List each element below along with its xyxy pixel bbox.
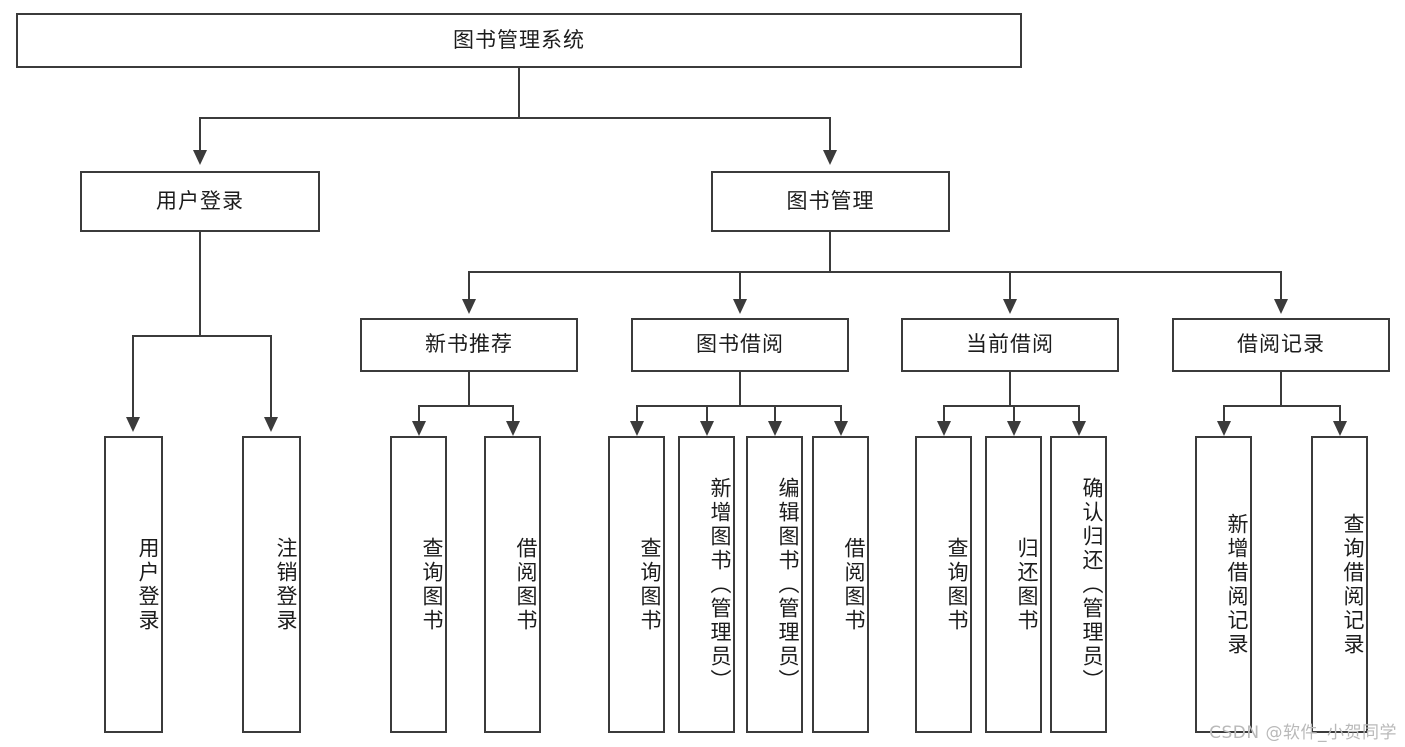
arrowhead-nb-borrow — [506, 421, 520, 436]
node-label: 查询图书 — [638, 536, 662, 633]
arrowhead-current-borrow — [1003, 299, 1017, 314]
connector-drop-cb-confirm — [1078, 405, 1080, 423]
connector-borrow-record-bus — [1223, 405, 1340, 407]
connector-drop-bb-query — [636, 405, 638, 423]
connector-drop-br-add — [1223, 405, 1225, 423]
arrowhead-cb-confirm — [1072, 421, 1086, 436]
node-label: 新增图书（管理员） — [708, 476, 732, 693]
node-book-management[interactable]: 图书管理 — [711, 171, 950, 232]
connector-drop-leaf-logout — [270, 335, 272, 419]
arrowhead-leaf-logout — [264, 417, 278, 432]
connector-drop-cb-query — [943, 405, 945, 423]
connector-new-book-bus — [418, 405, 513, 407]
node-label: 编辑图书（管理员） — [776, 476, 800, 693]
node-label: 查询图书 — [945, 536, 969, 633]
connector-drop-leaf-user-login — [132, 335, 134, 419]
node-label: 借阅图书 — [514, 536, 538, 633]
arrowhead-bb-borrow — [834, 421, 848, 436]
arrowhead-bb-edit — [768, 421, 782, 436]
node-label: 用户登录 — [156, 188, 244, 213]
node-label: 图书管理 — [786, 188, 875, 213]
node-label: 借阅记录 — [1237, 332, 1325, 357]
connector-drop-bb-add — [706, 405, 708, 423]
connector-drop-current-borrow — [1009, 271, 1011, 301]
connector-drop-book-borrow — [739, 271, 741, 301]
arrowhead-nb-query — [412, 421, 426, 436]
leaf-bb-add-book-admin[interactable]: 新增图书（管理员） — [678, 436, 735, 733]
connector-drop-new-book — [468, 271, 470, 301]
arrowhead-cb-query — [937, 421, 951, 436]
leaf-cb-return-book[interactable]: 归还图书 — [985, 436, 1042, 733]
arrowhead-leaf-user-login — [126, 417, 140, 432]
node-label: 图书借阅 — [696, 332, 784, 357]
connector-current-borrow-bus — [943, 405, 1079, 407]
leaf-bb-query-book[interactable]: 查询图书 — [608, 436, 665, 733]
connector-drop-br-query — [1339, 405, 1341, 423]
connector-drop-user-login — [199, 117, 201, 153]
connector-drop-nb-borrow — [512, 405, 514, 423]
leaf-cb-query-book[interactable]: 查询图书 — [915, 436, 972, 733]
leaf-bb-borrow-book[interactable]: 借阅图书 — [812, 436, 869, 733]
connector-book-borrow-bus — [636, 405, 841, 407]
connector-level1-bus — [199, 117, 831, 119]
node-new-book-recommend[interactable]: 新书推荐 — [360, 318, 578, 372]
arrowhead-br-query — [1333, 421, 1347, 436]
node-label: 查询借阅记录 — [1341, 512, 1365, 657]
arrowhead-new-book — [462, 299, 476, 314]
leaf-nb-query-book[interactable]: 查询图书 — [390, 436, 447, 733]
node-label: 用户登录 — [136, 536, 160, 633]
connector-book-manage-bus — [468, 271, 1280, 273]
connector-book-borrow-stem — [739, 372, 741, 405]
connector-user-login-bus — [132, 335, 270, 337]
node-borrow-record[interactable]: 借阅记录 — [1172, 318, 1390, 372]
node-label: 确认归还（管理员） — [1080, 476, 1104, 693]
node-label: 新增借阅记录 — [1225, 512, 1249, 657]
leaf-bb-edit-book-admin[interactable]: 编辑图书（管理员） — [746, 436, 803, 733]
arrowhead-br-add — [1217, 421, 1231, 436]
node-book-borrow[interactable]: 图书借阅 — [631, 318, 849, 372]
connector-drop-bb-borrow — [840, 405, 842, 423]
node-label: 借阅图书 — [842, 536, 866, 633]
connector-user-login-stem — [199, 232, 201, 335]
node-label: 查询图书 — [420, 536, 444, 633]
node-label: 图书管理系统 — [453, 27, 585, 52]
arrowhead-user-login — [193, 150, 207, 165]
arrowhead-borrow-record — [1274, 299, 1288, 314]
csdn-watermark: CSDN @软件_小贺同学 — [1209, 723, 1397, 743]
node-label: 当前借阅 — [966, 332, 1054, 357]
leaf-nb-borrow-book[interactable]: 借阅图书 — [484, 436, 541, 733]
arrowhead-bb-query — [630, 421, 644, 436]
node-user-login[interactable]: 用户登录 — [80, 171, 320, 232]
connector-book-manage-stem — [829, 232, 831, 271]
connector-drop-book-manage — [829, 117, 831, 153]
node-current-borrow[interactable]: 当前借阅 — [901, 318, 1119, 372]
arrowhead-bb-add — [700, 421, 714, 436]
node-label: 注销登录 — [274, 536, 298, 633]
leaf-br-query-record[interactable]: 查询借阅记录 — [1311, 436, 1368, 733]
connector-drop-nb-query — [418, 405, 420, 423]
connector-drop-borrow-record — [1280, 271, 1282, 301]
node-label: 新书推荐 — [425, 332, 513, 357]
node-root-library-system[interactable]: 图书管理系统 — [16, 13, 1022, 68]
connector-drop-bb-edit — [774, 405, 776, 423]
connector-drop-cb-return — [1013, 405, 1015, 423]
leaf-cb-confirm-return-admin[interactable]: 确认归还（管理员） — [1050, 436, 1107, 733]
connector-borrow-record-stem — [1280, 372, 1282, 405]
arrowhead-book-manage — [823, 150, 837, 165]
connector-root-stem — [518, 68, 520, 117]
node-label: 归还图书 — [1015, 536, 1039, 633]
leaf-user-login[interactable]: 用户登录 — [104, 436, 163, 733]
connector-new-book-stem — [468, 372, 470, 405]
connector-current-borrow-stem — [1009, 372, 1011, 405]
arrowhead-cb-return — [1007, 421, 1021, 436]
leaf-br-add-record[interactable]: 新增借阅记录 — [1195, 436, 1252, 733]
arrowhead-book-borrow — [733, 299, 747, 314]
leaf-logout[interactable]: 注销登录 — [242, 436, 301, 733]
